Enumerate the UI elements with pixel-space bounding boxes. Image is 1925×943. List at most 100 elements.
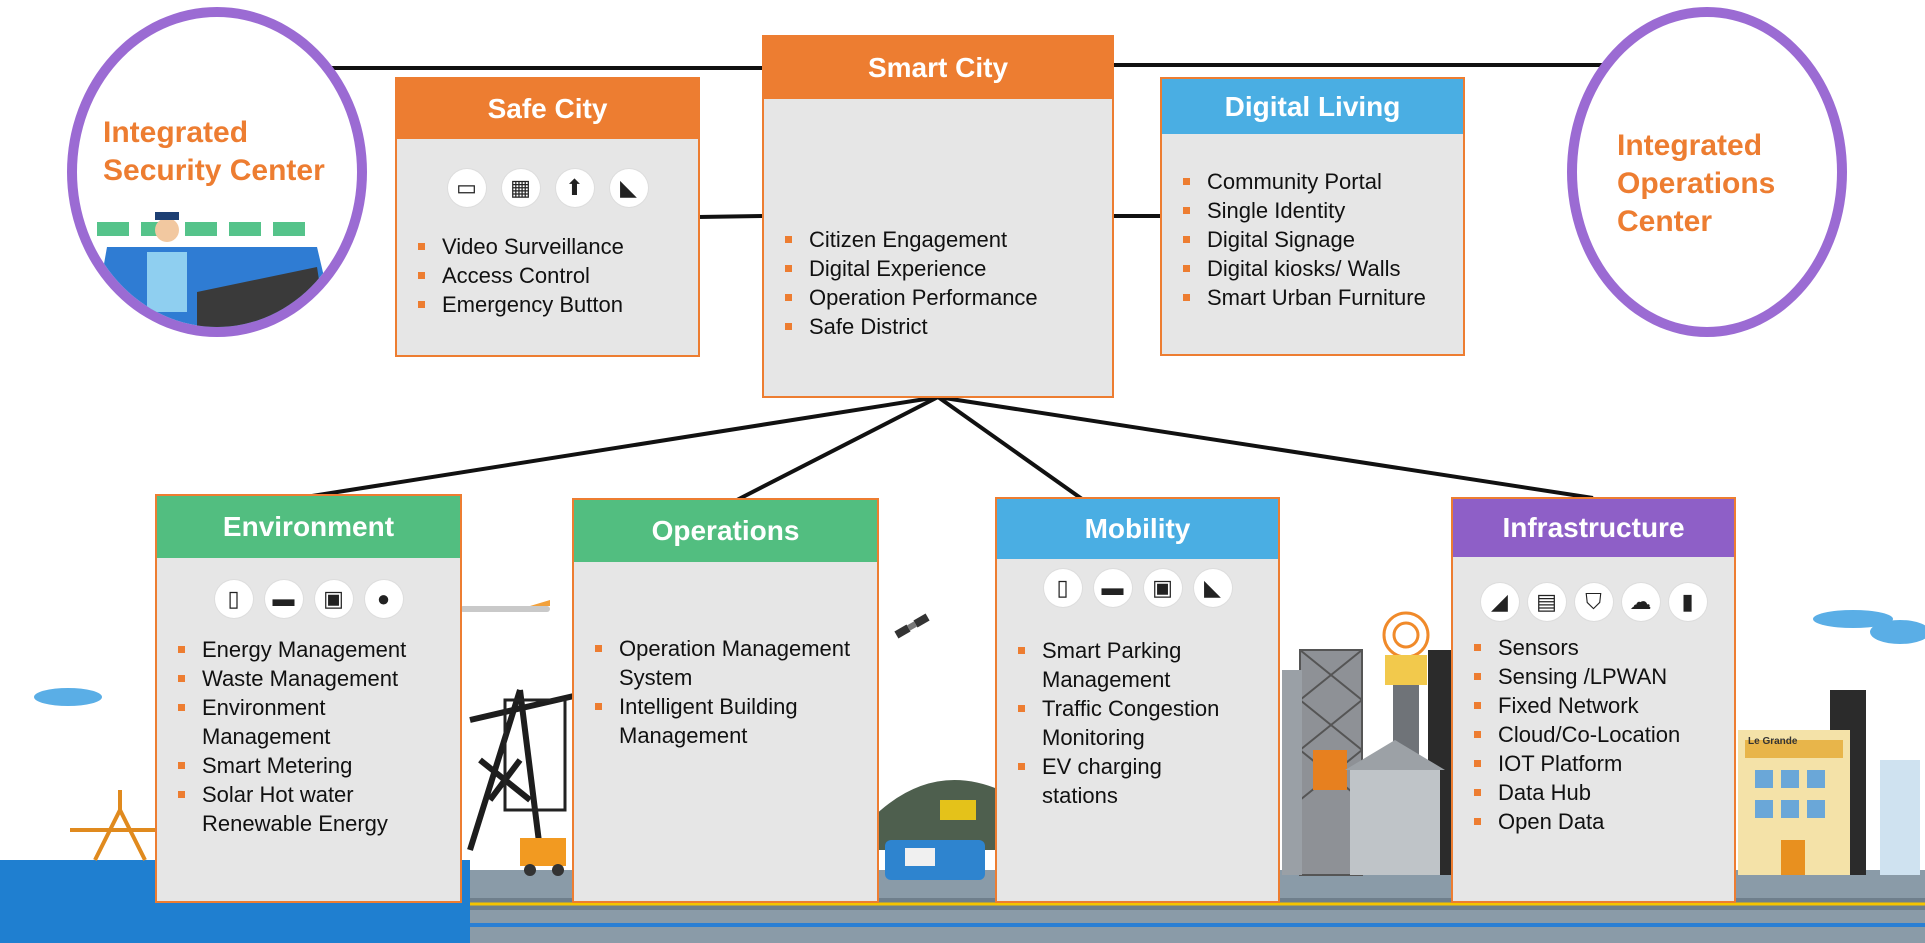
link-hub-to-operations [734, 395, 939, 503]
environment-header: Environment [157, 496, 460, 558]
cloud-far-right [1813, 610, 1893, 628]
cctv-camera-icon: ◣ [609, 169, 648, 207]
list-item: Video Surveillance [414, 232, 624, 261]
tree-right [1880, 760, 1920, 875]
hotel-building [1738, 730, 1850, 875]
list-item: Fixed Network [1470, 691, 1680, 720]
alarm-button-icon: ⬆ [555, 169, 594, 207]
infrastructure-header: Infrastructure [1453, 499, 1734, 557]
list-item: Digital Signage [1179, 225, 1426, 254]
infrastructure-icons: ◢ ▤ ⛉ ☁ ▮ [1453, 583, 1734, 621]
infrastructure-box: Infrastructure ◢ ▤ ⛉ ☁ ▮ Sensors Sensing… [1451, 497, 1736, 903]
list-item: Sensing /LPWAN [1470, 662, 1680, 691]
airplane [460, 600, 550, 612]
list-item: Single Identity [1179, 196, 1426, 225]
digital-living-box: Digital Living Community Portal Single I… [1160, 77, 1465, 356]
list-item: Smart Urban Furniture [1179, 283, 1426, 312]
server-icon: ▤ [1527, 583, 1566, 621]
operations-center-title: Integrated Operations Center [1617, 127, 1775, 241]
digital-living-list: Community Portal Single Identity Digital… [1179, 167, 1426, 312]
list-item: Digital kiosks/ Walls [1179, 254, 1426, 283]
list-item: Data Hub [1470, 778, 1680, 807]
forklift [520, 838, 566, 866]
access-panel-icon: ▦ [501, 169, 540, 207]
list-item: Operation Performance [781, 283, 1038, 312]
elevator [1313, 750, 1347, 790]
list-item: Digital Experience [781, 254, 1038, 283]
list-item: Environment Management [174, 693, 332, 751]
crane-base [503, 698, 567, 812]
operations-box: Operations Operation Management System I… [572, 498, 879, 903]
operations-center-title-line1: Integrated [1617, 129, 1763, 162]
shield-icon: ⛉ [1574, 583, 1613, 621]
operations-center-title-line3: Center [1617, 205, 1713, 238]
smart-city-header: Smart City [764, 37, 1112, 99]
security-center-title-line1: Integrated [103, 116, 249, 149]
list-item: IOT Platform [1470, 749, 1680, 778]
environment-icons: ▯ ▬ ▣ ● [157, 580, 460, 618]
cloud-network-icon: ☁ [1621, 583, 1660, 621]
list-item: Traffic Congestion Monitoring [1014, 694, 1272, 752]
cctv-camera-icon: ◣ [1193, 569, 1232, 607]
list-item: Cloud/Co-Location [1470, 720, 1680, 749]
list-item: Access Control [414, 261, 624, 290]
list-item: Operation Management System [591, 634, 856, 692]
safe-city-list: Video Surveillance Access Control Emerge… [414, 232, 624, 319]
link-hub-to-environment [311, 395, 939, 498]
environment-box: Environment ▯ ▬ ▣ ● Energy Management Wa… [155, 494, 462, 903]
link-hub-to-mobility [936, 395, 1084, 501]
bank-building [1350, 770, 1440, 875]
operations-list: Operation Management System Intelligent … [591, 634, 856, 750]
smart-meter-icon: ▯ [214, 580, 253, 618]
list-item: Smart Metering [174, 751, 444, 780]
cloud-right [1870, 620, 1925, 644]
mobility-box: Mobility ▯ ▬ ▣ ◣ Smart Parking Managemen… [995, 497, 1280, 903]
truck-icon: ▬ [264, 580, 303, 618]
mobility-icons: ▯ ▬ ▣ ◣ [997, 569, 1278, 607]
digital-living-header: Digital Living [1162, 79, 1463, 134]
signal-bars-icon: ▮ [1668, 583, 1707, 621]
list-item: Citizen Engagement [781, 225, 1038, 254]
tractor [940, 800, 976, 820]
list-item: Energy Management [174, 635, 444, 664]
security-center-title-line2: Security Center [103, 154, 325, 187]
hill [870, 780, 1000, 850]
operations-header: Operations [574, 500, 877, 562]
smart-city-list: Citizen Engagement Digital Experience Op… [781, 225, 1038, 341]
security-center-title: Integrated Security Center [103, 114, 325, 190]
operations-center-title-line2: Operations [1617, 167, 1776, 200]
kiosk-icon: ▣ [314, 580, 353, 618]
building-grey [1282, 670, 1302, 875]
security-center-circle: Integrated Security Center [67, 7, 367, 337]
safe-city-box: Safe City ▭ ▦ ⬆ ◣ Video Surveillance Acc… [395, 77, 700, 357]
list-item: Intelligent Building Management [591, 692, 819, 750]
list-item: Solar Hot water Renewable Energy [174, 780, 402, 838]
security-guard-illustration [92, 212, 336, 327]
smart-city-box: Smart City Citizen Engagement Digital Ex… [762, 35, 1114, 398]
water-drop-icon: ● [364, 580, 403, 618]
satellite [894, 613, 930, 639]
hotel-sign: Le Grande [1748, 736, 1798, 747]
mobility-list: Smart Parking Management Traffic Congest… [1014, 636, 1264, 810]
truck-icon: ▬ [1093, 569, 1132, 607]
infrastructure-list: Sensors Sensing /LPWAN Fixed Network Clo… [1470, 633, 1680, 836]
list-item: Open Data [1470, 807, 1680, 836]
safe-city-icons: ▭ ▦ ⬆ ◣ [397, 169, 698, 207]
list-item: EV charging stations [1014, 752, 1182, 810]
list-item: Safe District [781, 312, 1038, 341]
satellite-dish-icon: ◢ [1480, 583, 1519, 621]
list-item: Waste Management [174, 664, 444, 693]
monitor-icon: ▭ [447, 169, 486, 207]
cloud-left [34, 688, 102, 706]
list-item: Community Portal [1179, 167, 1426, 196]
operations-center-circle: Integrated Operations Center [1567, 7, 1847, 337]
kiosk-icon: ▣ [1143, 569, 1182, 607]
link-safecity-to-smartcity [697, 214, 763, 219]
smart-meter-icon: ▯ [1043, 569, 1082, 607]
mobility-header: Mobility [997, 499, 1278, 559]
environment-list: Energy Management Waste Management Envir… [174, 635, 444, 838]
list-item: Emergency Button [414, 290, 624, 319]
list-item: Sensors [1470, 633, 1680, 662]
